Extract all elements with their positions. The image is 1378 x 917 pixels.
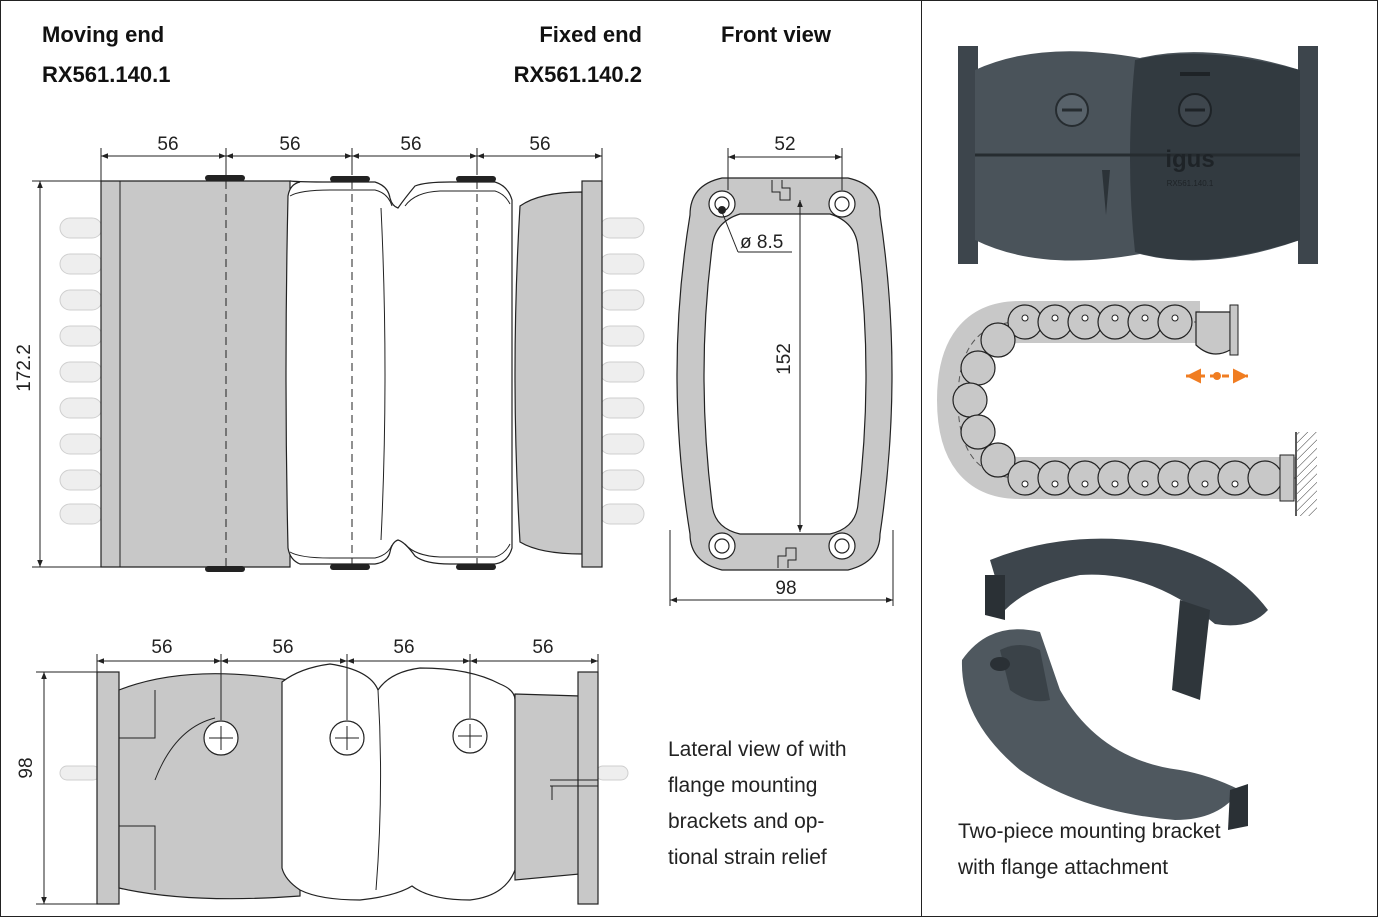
front-view-label: Front view [721,22,832,47]
front-dim-top-width: 52 [774,134,795,155]
top-dim-segment-2: 56 [279,134,300,155]
bracket-caption: Two-piece mounting bracket with flange a… [958,814,1221,886]
top-dim-segment-1: 56 [157,134,178,155]
top-view-dimensions [32,148,603,568]
front-view-drawing: 52 ø 8.5 152 98 [669,134,894,606]
front-dim-bottom-width: 98 [775,578,796,599]
lateral-dim-segment-1: 56 [151,637,172,658]
caption-line: Lateral view of with [668,738,847,761]
caption-line: tional strain relief [668,846,827,869]
chain-motion-diagram [936,301,1317,516]
lateral-dim-height: 98 [16,757,37,778]
caption-line: with flange attachment [958,856,1169,879]
top-dim-height: 172.2 [14,344,35,392]
top-view-drawing: 56 56 56 56 172.2 [14,134,645,572]
front-dim-hole-diameter: ø 8.5 [740,232,783,253]
front-bolt-holes [708,190,856,560]
strain-relief-right [599,217,645,525]
lateral-dim-segment-3: 56 [393,637,414,658]
part-number-engraving: RX561.140.1 [1167,179,1214,188]
open-bracket-photo [961,538,1268,830]
lateral-view-drawing: 56 56 56 56 98 [16,637,629,905]
caption-line: flange mounting [668,774,818,797]
lateral-dim-segment-4: 56 [532,637,553,658]
lateral-view-caption: Lateral view of with flange mounting bra… [668,732,847,876]
caption-line: brackets and op- [668,810,825,833]
igus-logo-icon: igus [1165,146,1214,173]
fixed-end-label: Fixed end [539,22,642,47]
strain-relief-left [59,217,103,525]
top-dim-segment-3: 56 [400,134,421,155]
mounting-bracket-photo: igus RX561.140.1 [958,46,1318,264]
column-divider [921,0,922,917]
top-dim-segment-4: 56 [529,134,550,155]
caption-line: Two-piece mounting bracket [958,820,1221,843]
moving-end-label: Moving end [42,22,165,47]
moving-end-part-number: RX561.140.1 [42,62,171,87]
lateral-dim-segment-2: 56 [272,637,293,658]
fixed-end-part-number: RX561.140.2 [513,62,642,87]
front-dim-inner-height: 152 [774,343,795,375]
